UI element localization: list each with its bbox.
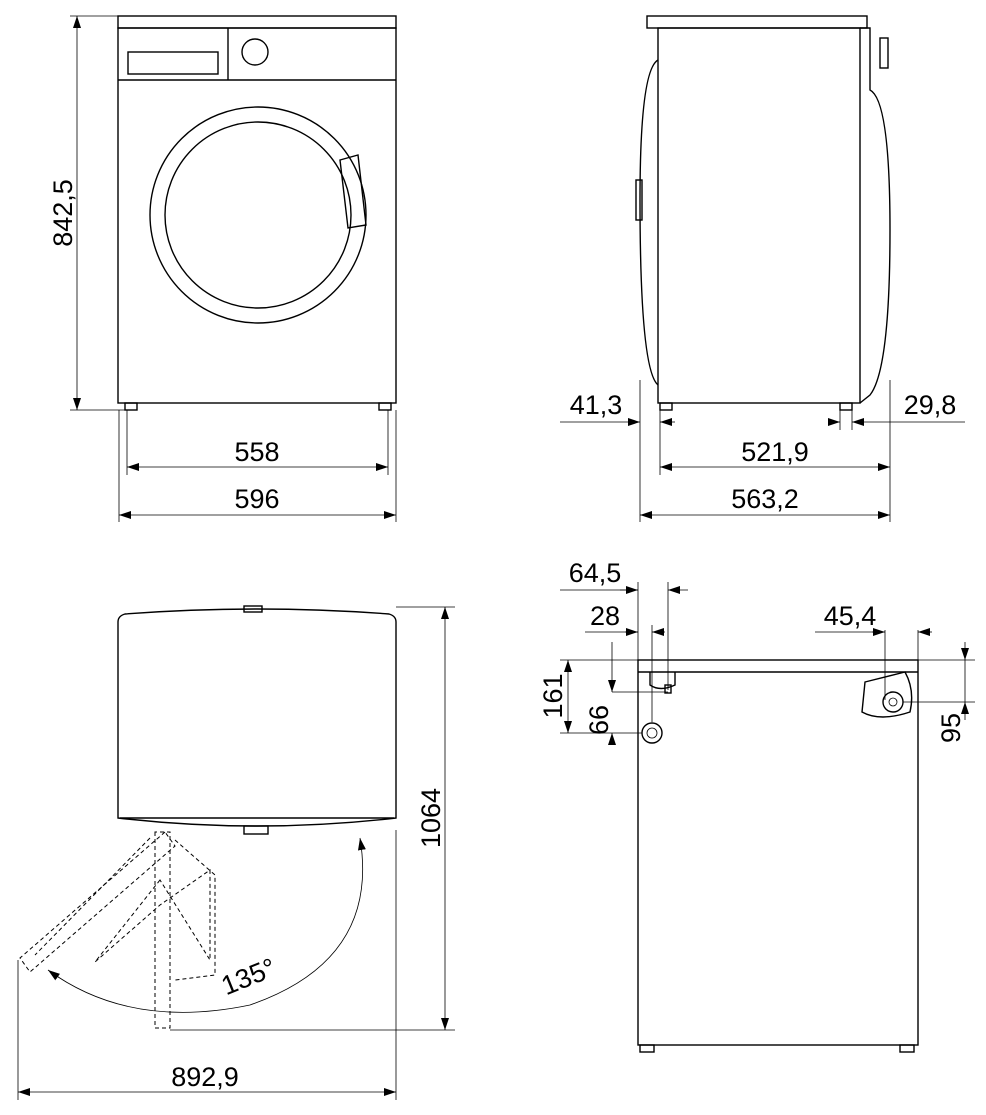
feet-depth-label: 521,9: [741, 437, 809, 467]
door-glass: [164, 121, 352, 309]
inlet2-y-label: 95: [936, 713, 966, 743]
rear-offset-label: 41,3: [570, 390, 623, 420]
program-knob: [241, 38, 269, 66]
door-outer: [149, 106, 367, 324]
outlet-y-label: 66: [584, 705, 614, 735]
height-label: 842,5: [48, 179, 78, 247]
side-view: 41,3 29,8 521,9 563,2: [560, 15, 965, 522]
rear-view: 64,5 28 45,4 161 66 95: [538, 558, 975, 1053]
depth-door-open-label: 892,9: [171, 1062, 239, 1092]
door-handle: [339, 154, 367, 229]
inlet-y-label: 161: [538, 673, 568, 718]
outlet-x-label: 64,5: [569, 558, 622, 588]
depth-label: 563,2: [731, 484, 799, 514]
door-offset-label: 29,8: [904, 390, 957, 420]
width-label: 596: [234, 484, 279, 514]
foot: [378, 402, 392, 411]
top-view-door: 135° 1064 892,9: [17, 605, 455, 1100]
foot: [124, 402, 138, 411]
front-view: 842,5 558 596: [48, 15, 397, 522]
water-inlet: [861, 671, 913, 718]
depth-door-closed-label: 1064: [416, 788, 446, 848]
detergent-drawer: [127, 51, 219, 75]
inlet-x-label: 28: [590, 601, 620, 631]
feet-width-label: 558: [234, 437, 279, 467]
door-angle-label: 135°: [217, 952, 280, 1001]
inlet2-x-label: 45,4: [824, 601, 877, 631]
drain-outlet: [641, 722, 663, 744]
